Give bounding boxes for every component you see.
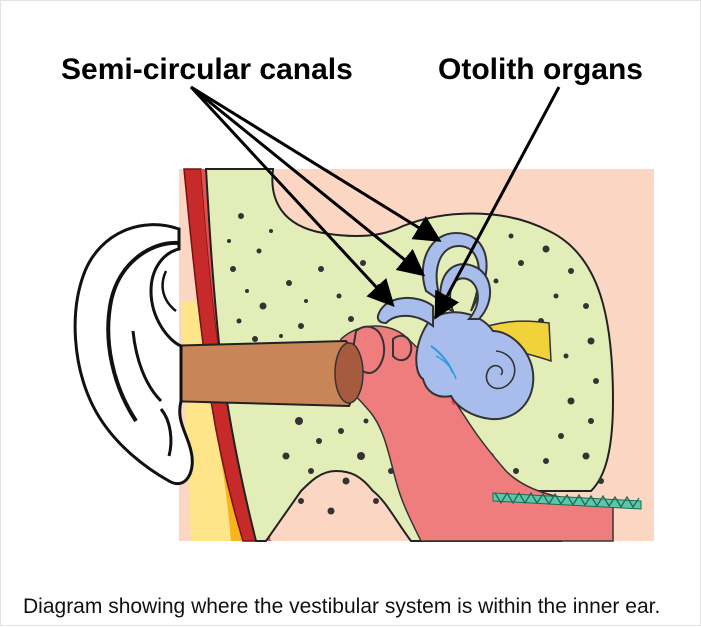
- ossicle-incus: [393, 336, 411, 360]
- eardrum: [335, 343, 363, 403]
- figure-caption: Diagram showing where the vestibular sys…: [23, 595, 660, 619]
- label-otolith-organs: Otolith organs: [438, 53, 643, 87]
- outer-ear: [75, 225, 192, 484]
- label-semicircular-canals: Semi-circular canals: [61, 53, 353, 87]
- ear-concha-line: [163, 271, 176, 311]
- ear-canal: [161, 341, 355, 406]
